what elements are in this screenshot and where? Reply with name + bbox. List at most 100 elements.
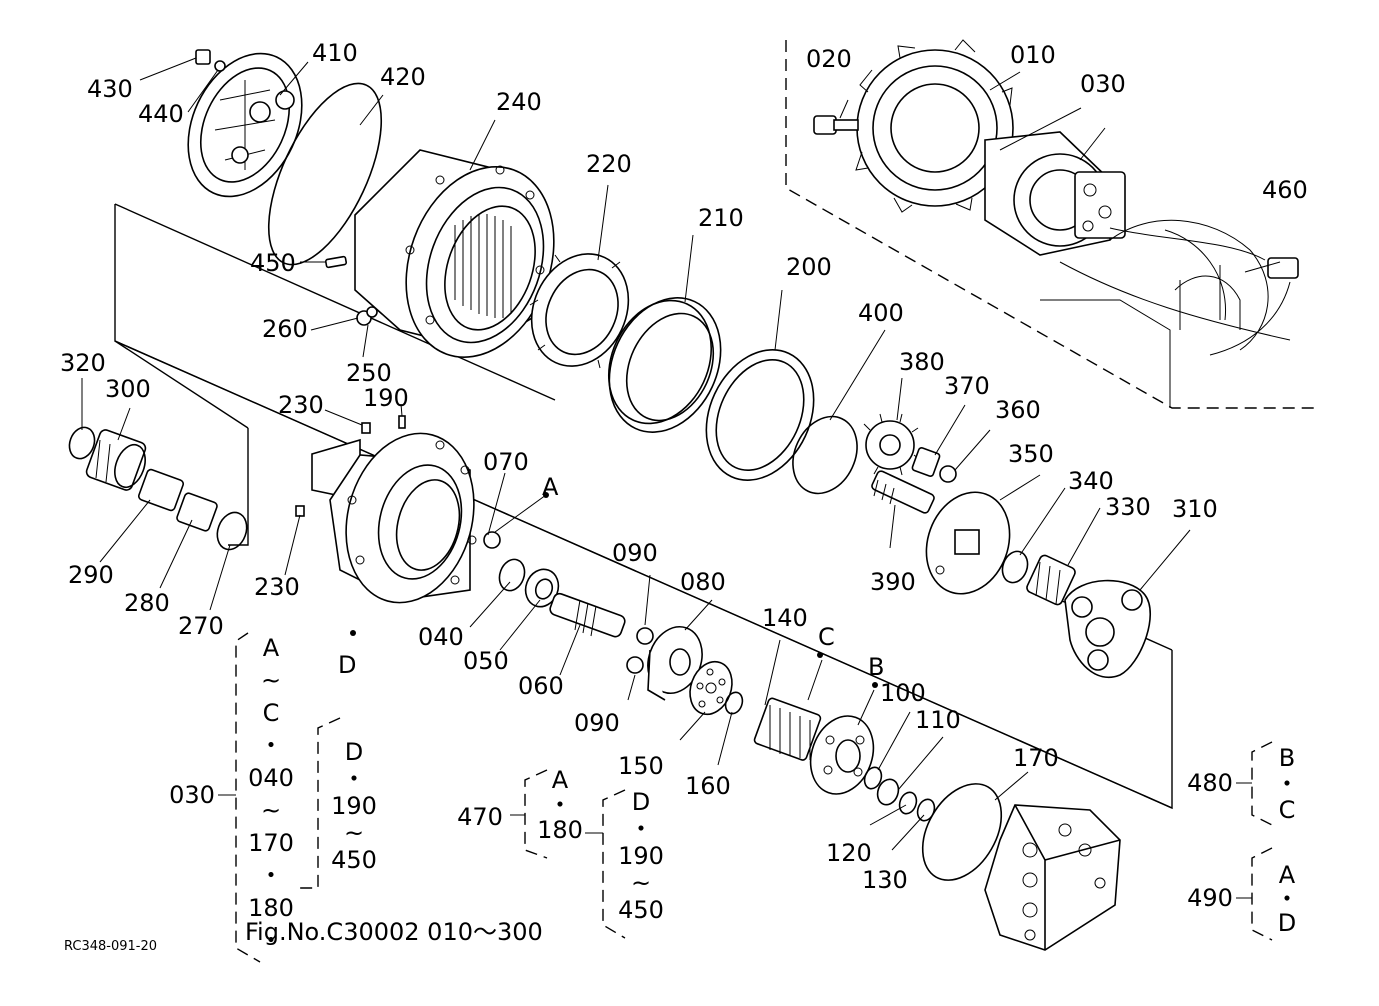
group-490-col-1: ・ [1275, 885, 1299, 913]
part-label-400: 400 [858, 299, 904, 327]
group-030-col1-2: C [263, 699, 280, 727]
part-label-250: 250 [346, 359, 392, 387]
carrier-350 [925, 491, 1011, 595]
cylinder-block [809, 715, 875, 795]
part-label-060: 060 [518, 672, 564, 700]
part-label-120: 120 [826, 839, 872, 867]
leader-lines [81, 57, 1281, 851]
group-030-col2-4: 450 [331, 846, 377, 874]
part-label-200: 200 [786, 253, 832, 281]
part-label-170: 170 [1013, 744, 1059, 772]
spring-110 [876, 778, 900, 806]
part-label-210: 210 [698, 204, 744, 232]
part-label-190: 190 [363, 384, 409, 412]
group-030-col1-4: 040 [248, 764, 294, 792]
plug-430 [195, 49, 226, 72]
part-label-220: 220 [586, 150, 632, 178]
group-labels: 030A~C・040~170・180・D・190~450470A・180D・19… [169, 634, 1299, 955]
group-label-030: 030 [169, 781, 215, 809]
housing-240 [354, 149, 555, 358]
motor-030 [984, 131, 1126, 256]
ring-130 [916, 798, 936, 822]
part-label-430: 430 [87, 75, 133, 103]
part-label-370: 370 [944, 372, 990, 400]
gear-330 [1026, 554, 1076, 606]
group-490-col-0: A [1279, 861, 1296, 889]
point-label-B: B [868, 653, 884, 681]
group-470-col1-2: 180 [537, 816, 583, 844]
valve-block-cover [984, 804, 1121, 951]
part-label-160: 160 [685, 772, 731, 800]
o-ring-170 [921, 783, 1003, 881]
seal-040 [498, 558, 526, 592]
cover-410 [187, 52, 303, 198]
group-030-col1-9: ・ [259, 927, 283, 955]
group-470-col2-0: D [632, 788, 650, 816]
swash-plate-080 [647, 626, 703, 701]
gasket-310 [1064, 579, 1151, 678]
bearing-050 [524, 568, 560, 608]
part-label-050: 050 [463, 647, 509, 675]
ring-100 [863, 766, 883, 790]
point-label-C: C [818, 623, 835, 651]
point-label-D: D [338, 651, 356, 679]
part-label-340: 340 [1068, 467, 1114, 495]
figure-number: Fig.No.C30002 010～300 [245, 918, 543, 946]
part-label-390: 390 [870, 568, 916, 596]
o-ring-420 [267, 82, 383, 266]
snap-ring-340 [1001, 550, 1029, 584]
retainer-plate-150 [689, 660, 733, 716]
spacer-160 [724, 691, 744, 715]
plug-260 [356, 306, 378, 326]
part-label-090: 090 [612, 539, 658, 567]
part-label-380: 380 [899, 348, 945, 376]
part-label-450: 450 [250, 249, 296, 277]
bearing-210 [607, 297, 722, 433]
plug-070 [483, 531, 501, 549]
point-label-A: A [542, 473, 559, 501]
part-label-150: 150 [618, 752, 664, 780]
part-label-070: 070 [483, 448, 529, 476]
bolt-020 [813, 115, 859, 135]
part-label-460: 460 [1262, 176, 1308, 204]
part-label-440: 440 [138, 100, 184, 128]
group-030-col1-8: 180 [248, 894, 294, 922]
reference-dots [350, 492, 878, 688]
part-label-230: 230 [254, 573, 300, 601]
ring-120 [898, 791, 918, 815]
group-label-490: 490 [1187, 884, 1233, 912]
part-label-110: 110 [915, 706, 961, 734]
part-label-080: 080 [680, 568, 726, 596]
group-030-col1-5: ~ [261, 797, 281, 825]
group-470-col2-1: ・ [629, 815, 653, 843]
group-470-col1-0: A [552, 766, 569, 794]
part-label-020: 020 [806, 45, 852, 73]
group-470-col1-1: ・ [548, 791, 572, 819]
group-030-col1-7: ・ [259, 862, 283, 890]
group-030-col2-1: ・ [342, 765, 366, 793]
collar-360 [939, 465, 957, 483]
group-030-col1-1: ~ [261, 667, 281, 695]
shaft-390 [871, 470, 935, 514]
plug-190 [398, 415, 406, 429]
sprocket-010 [855, 39, 1019, 213]
part-labels: 0100200300400500600700800900901001101201… [60, 39, 1308, 894]
needle-bearing-290 [138, 468, 184, 512]
group-030-col2-0: D [345, 738, 363, 766]
group-470-col2-2: 190 [618, 842, 664, 870]
collar-280 [176, 492, 218, 532]
part-label-350: 350 [1008, 440, 1054, 468]
part-label-300: 300 [105, 375, 151, 403]
group-030-col1-0: A [263, 634, 280, 662]
part-label-360: 360 [995, 396, 1041, 424]
group-030-col1-6: 170 [248, 829, 294, 857]
part-label-230: 230 [278, 391, 324, 419]
part-label-270: 270 [178, 612, 224, 640]
shaft-060 [549, 592, 626, 638]
part-label-240: 240 [496, 88, 542, 116]
group-480-col-0: B [1279, 744, 1295, 772]
group-470-col2-4: 450 [618, 896, 664, 924]
group-030-col1-3: ・ [259, 732, 283, 760]
part-label-260: 260 [262, 315, 308, 343]
